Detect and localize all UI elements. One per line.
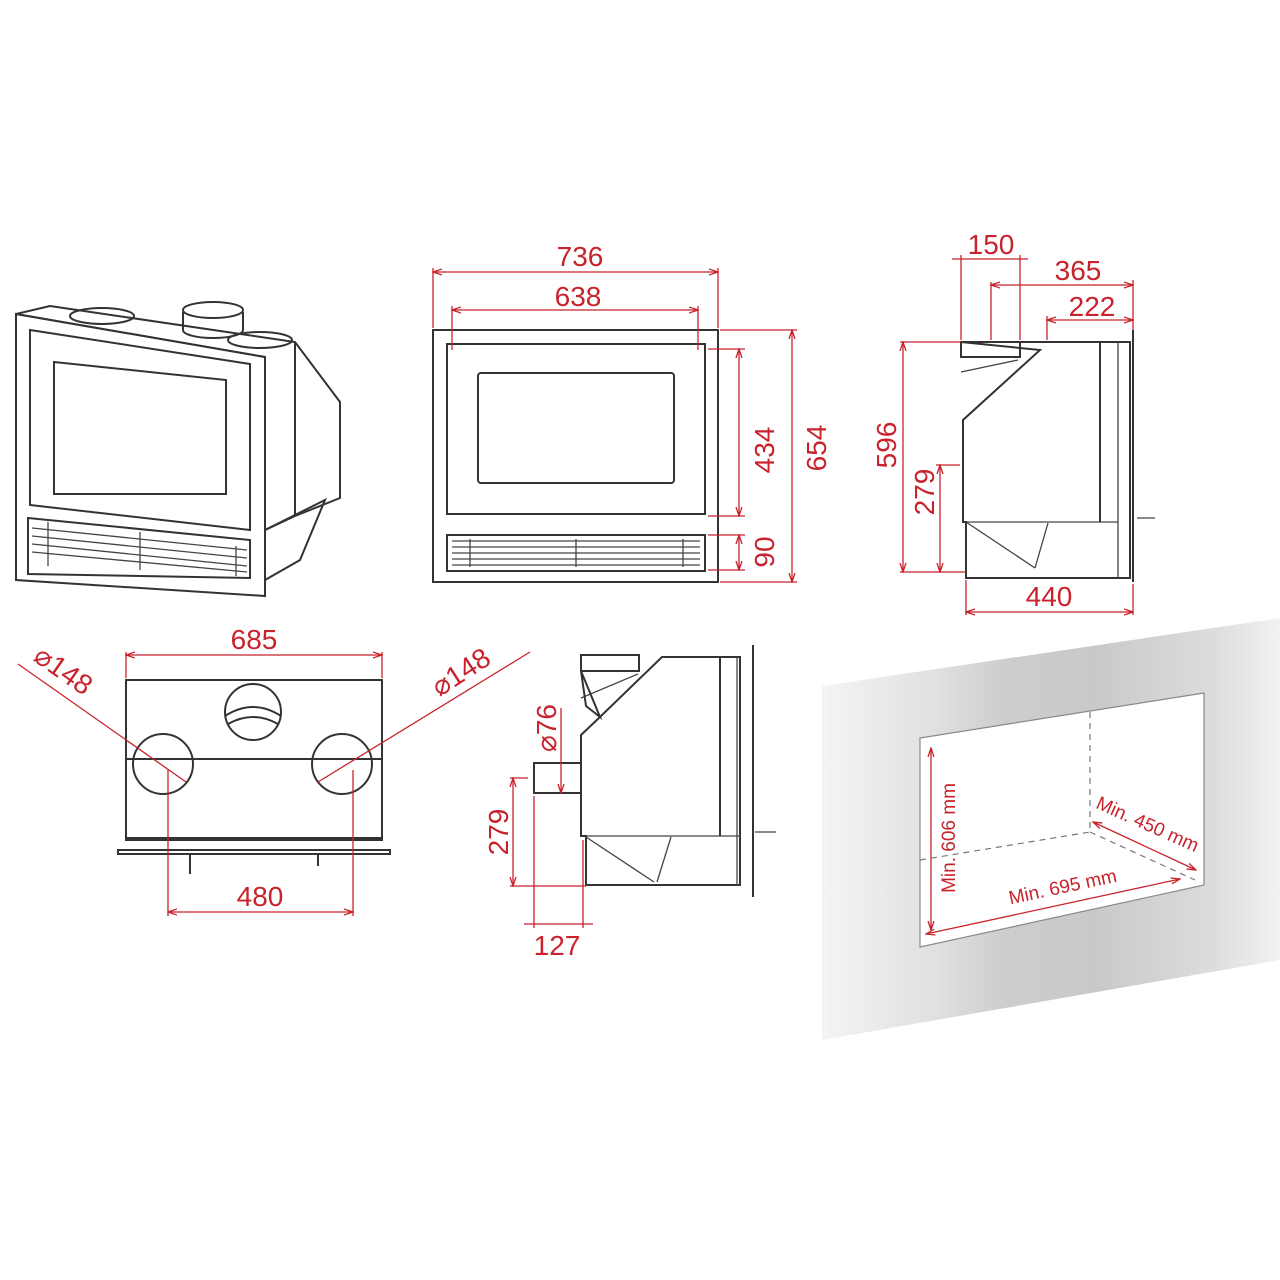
top-view: 685 ⌀148 ⌀148 480 (17, 624, 531, 916)
front-view: 736 638 434 90 654 (432, 241, 832, 583)
dim-inlet-height: 279 (483, 809, 514, 856)
dim-side-flue-width: 150 (968, 229, 1015, 260)
dim-front-grille-height: 90 (749, 536, 780, 567)
dim-top-right-duct-diameter: ⌀148 (426, 642, 496, 703)
dim-inlet-projection: 127 (534, 930, 581, 961)
dim-side-flue-to-front: 365 (1055, 255, 1102, 286)
side-view: 150 365 222 596 279 440 (871, 229, 1155, 615)
dim-top-overall-width: 685 (231, 624, 278, 655)
dim-inlet-diameter: ⌀76 (531, 704, 562, 752)
dim-top-left-duct-diameter: ⌀148 (29, 639, 99, 701)
dim-top-duct-spacing: 480 (237, 881, 284, 912)
dim-side-overall-height: 596 (871, 422, 902, 469)
dim-front-overall-height: 654 (801, 425, 832, 472)
isometric-view (15, 301, 341, 598)
niche-view: Min. 606 mm Min. 695 mm Min. 450 mm (822, 618, 1280, 1040)
dim-side-overall-depth: 440 (1026, 581, 1073, 612)
dim-side-top-to-front: 222 (1069, 291, 1116, 322)
side-inlet-view: ⌀76 279 127 (483, 645, 776, 961)
dim-front-glass-height: 434 (749, 427, 780, 474)
dim-side-inlet-height: 279 (909, 469, 940, 516)
dim-niche-min-height: Min. 606 mm (939, 783, 960, 893)
dim-front-overall-width: 736 (557, 241, 604, 272)
dim-front-door-width: 638 (555, 281, 602, 312)
